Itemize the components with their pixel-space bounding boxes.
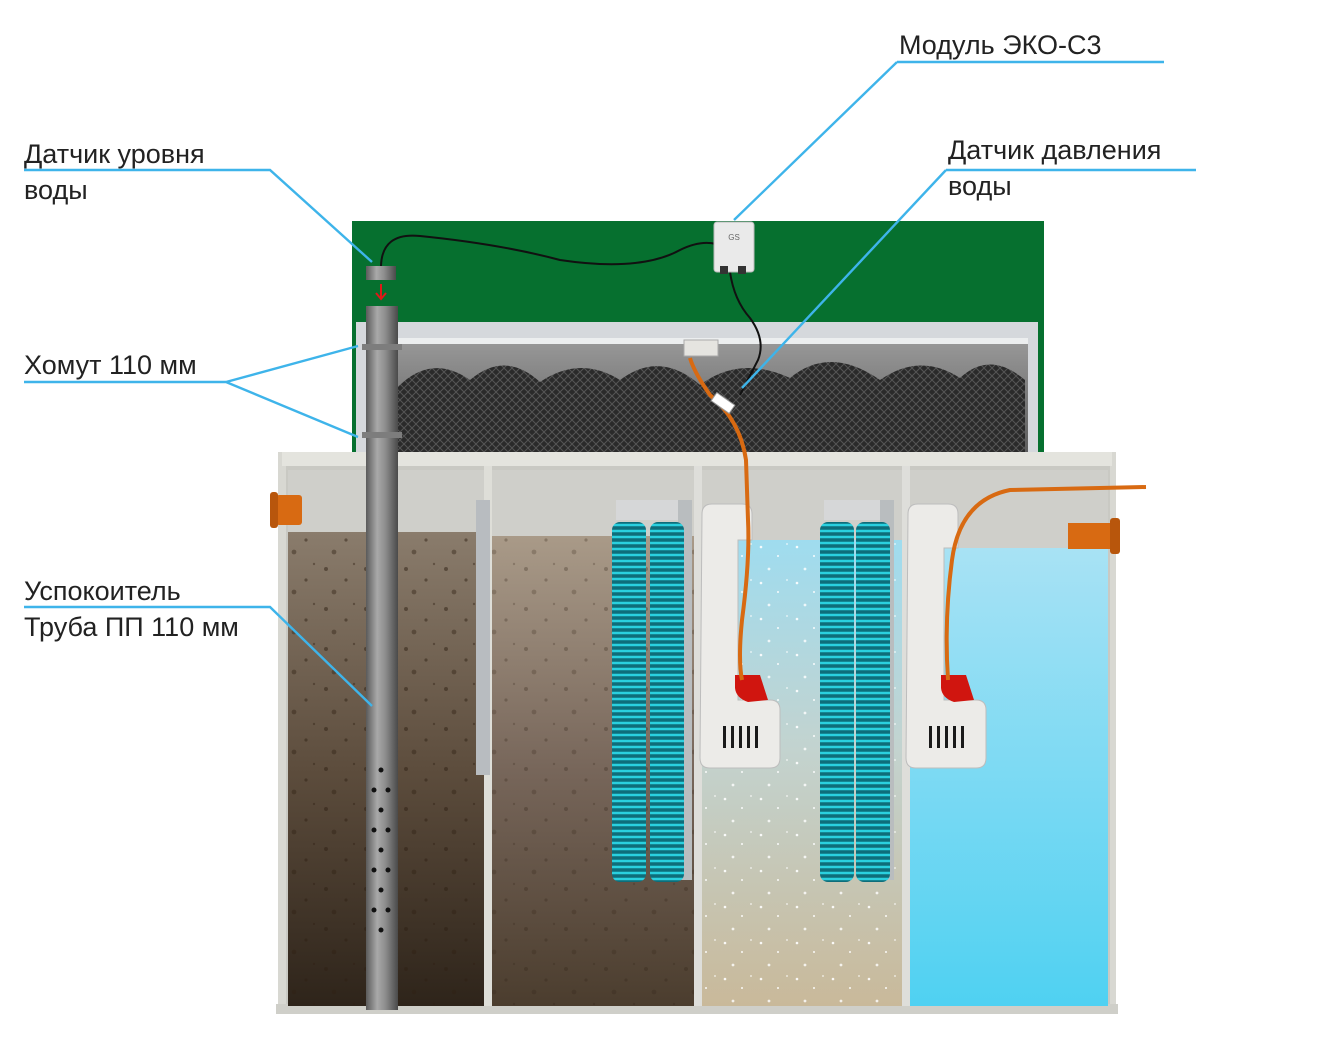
brush-load-1 (612, 500, 692, 882)
baffle-plate (476, 500, 490, 775)
label-stabilizer: Успокоитель Труба ПП 110 мм (24, 576, 239, 642)
pressure-sensor-tee (710, 391, 736, 415)
airlift-pump-2 (905, 503, 987, 769)
label-clamp: Хомут 110 мм (24, 350, 197, 380)
stabilizer-pipe (362, 306, 402, 1010)
leader-level-sensor (24, 168, 373, 263)
level-sensor (366, 266, 396, 280)
air-distributor (683, 339, 719, 357)
filter-media (395, 361, 1025, 456)
return-hose (944, 485, 1147, 681)
eco-s3-module: GS (713, 221, 755, 274)
settling-chamber (492, 470, 694, 1006)
inlet-pipe (270, 492, 302, 528)
leader-pressure-sensor (741, 168, 1196, 389)
leader-clamp (24, 344, 359, 439)
pressure-sensor-cable (729, 271, 762, 396)
label-module: Модуль ЭКО-С3 (899, 30, 1102, 60)
airlift-pump-1 (699, 503, 781, 769)
air-hose (688, 357, 751, 681)
partition-wall (694, 466, 702, 1006)
outlet-pipe (1068, 518, 1120, 554)
leader-stabilizer (24, 605, 373, 707)
leader-module (733, 60, 1164, 221)
brush-load-2 (820, 500, 894, 882)
level-sensor-cable (380, 234, 717, 267)
label-level-sensor: Датчик уровня воды (24, 139, 205, 205)
leader-lines (24, 60, 1196, 707)
label-pressure-sensor: Датчик давления воды (948, 135, 1162, 201)
arrow-down-icon (375, 284, 387, 301)
module-logo: GS (728, 233, 740, 242)
